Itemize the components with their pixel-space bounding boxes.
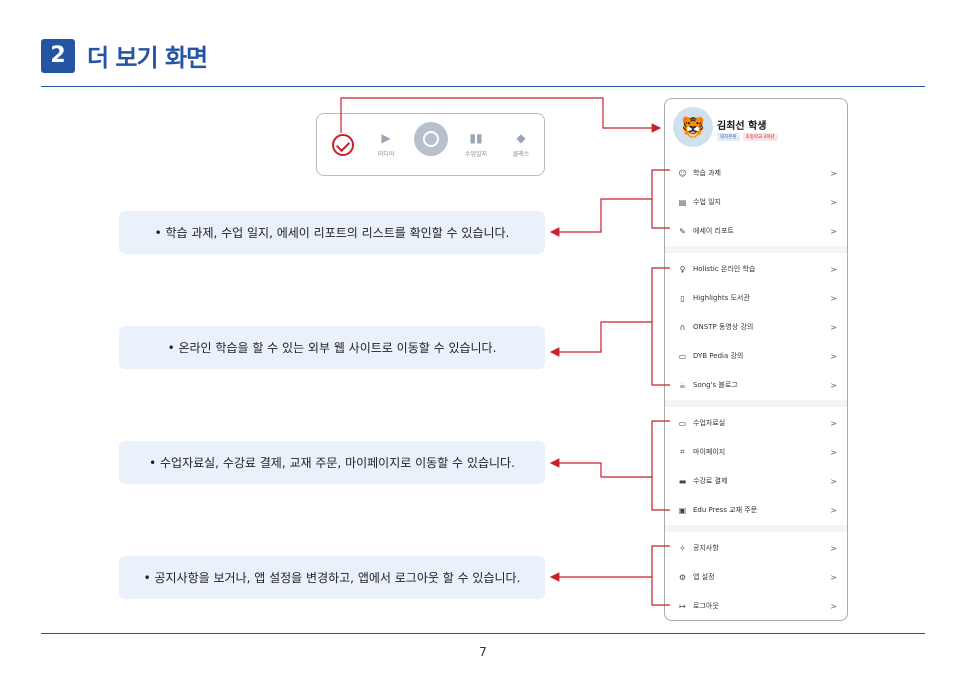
menu-item-onstp[interactable]: ∩ ONSTP 동영상 강의 > xyxy=(665,316,847,338)
chevron-right-icon: > xyxy=(830,447,837,457)
graduation-cap-icon: ◆ xyxy=(516,131,526,145)
tab-label: 미디어 xyxy=(377,151,395,158)
section-number-badge: 2 xyxy=(41,38,75,73)
gear-icon: ⚙ xyxy=(678,572,687,582)
chevron-right-icon: > xyxy=(830,505,837,515)
menu-item-logout[interactable]: ↦ 로그아웃 > xyxy=(665,595,847,617)
menu-item-label: 마이페이지 xyxy=(693,448,726,456)
menu-item-highlights[interactable]: ▯ Highlights 도서관 > xyxy=(665,287,847,309)
menu-item-label: 학습 과제 xyxy=(693,169,721,177)
menu-item-label: 수업 일지 xyxy=(693,198,721,206)
callout-settings: • 공지사항을 보거나, 앱 설정을 변경하고, 앱에서 로그아웃 할 수 있습… xyxy=(119,556,545,599)
menu-separator xyxy=(665,246,847,253)
chevron-right-icon: > xyxy=(830,601,837,611)
monitor-icon: ▭ xyxy=(678,351,687,361)
menu-item-label: 앱 설정 xyxy=(693,573,715,581)
tab-class-log[interactable]: ▮▮ 수업일지 xyxy=(458,130,494,158)
menu-item-label: ONSTP 동영상 강의 xyxy=(693,323,754,331)
callout-tasks: • 학습 과제, 수업 일지, 에세이 리포트의 리스트를 확인할 수 있습니다… xyxy=(119,211,545,254)
menu-item-label: 수강료 결제 xyxy=(693,477,728,485)
chevron-right-icon: > xyxy=(830,322,837,332)
profile-tags: 대치본원 초등학교 4학년 xyxy=(717,133,778,141)
home-icon xyxy=(423,131,439,147)
edit-icon: ✎ xyxy=(679,226,686,236)
menu-item-notices[interactable]: ✧ 공지사항 > xyxy=(665,537,847,559)
chevron-right-icon: > xyxy=(830,543,837,553)
order-icon: ▣ xyxy=(678,505,687,515)
more-menu-panel: 🐯 김최선 학생 대치본원 초등학교 4학년 ☺ 학습 과제 > ▤ 수업 일지… xyxy=(664,98,848,621)
tab-label: 수업일지 xyxy=(464,151,488,158)
menu-item-holistic[interactable]: ♀ Holistic 온라인 학습 > xyxy=(665,258,847,280)
chevron-right-icon: > xyxy=(830,264,837,274)
avatar: 🐯 xyxy=(673,107,713,147)
section-header: 2 더 보기 화면 xyxy=(41,38,208,73)
menu-item-label: 공지사항 xyxy=(693,544,719,552)
page-title: 더 보기 화면 xyxy=(87,44,208,72)
branch-tag: 대치본원 xyxy=(717,133,740,141)
bar-chart-icon: ▮▮ xyxy=(469,131,483,145)
menu-item-materials[interactable]: ▭ 수업자료실 > xyxy=(665,412,847,434)
journal-icon: ▤ xyxy=(678,197,687,207)
chevron-right-icon: > xyxy=(830,351,837,361)
book-icon: ▯ xyxy=(680,293,685,303)
top-divider xyxy=(41,86,925,87)
check-icon[interactable] xyxy=(332,134,354,156)
menu-item-mypage[interactable]: ⌗ 마이페이지 > xyxy=(665,441,847,463)
tab-label: 클래스 xyxy=(512,151,530,158)
cup-icon: ☕ xyxy=(678,380,687,390)
menu-item-label: Holistic 온라인 학습 xyxy=(693,265,756,273)
pin-icon: ✧ xyxy=(679,543,686,553)
user-scan-icon: ⌗ xyxy=(680,447,685,456)
page-number: 7 xyxy=(479,645,487,659)
callout-materials: • 수업자료실, 수강료 결제, 교재 주문, 마이페이지로 이동할 수 있습니… xyxy=(119,441,545,484)
chevron-right-icon: > xyxy=(830,380,837,390)
chevron-right-icon: > xyxy=(830,168,837,178)
menu-item-songs-blog[interactable]: ☕ Song's 블로그 > xyxy=(665,374,847,396)
grade-tag: 초등학교 4학년 xyxy=(742,133,778,141)
chevron-right-icon: > xyxy=(830,197,837,207)
tab-class[interactable]: ◆ 클래스 xyxy=(503,130,539,158)
menu-separator xyxy=(665,400,847,407)
menu-item-label: DYB Pedia 강의 xyxy=(693,352,744,360)
profile-card: 🐯 김최선 학생 대치본원 초등학교 4학년 xyxy=(665,99,847,159)
menu-item-assignments[interactable]: ☺ 학습 과제 > xyxy=(665,162,847,184)
chevron-right-icon: > xyxy=(830,418,837,428)
smile-icon: ☺ xyxy=(678,168,687,178)
menu-item-tuition[interactable]: ▬ 수강료 결제 > xyxy=(665,470,847,492)
card-icon: ▬ xyxy=(678,476,687,486)
menu-item-class-log[interactable]: ▤ 수업 일지 > xyxy=(665,191,847,213)
chevron-right-icon: > xyxy=(830,572,837,582)
menu-item-label: Edu Press 교재 주문 xyxy=(693,506,758,514)
play-icon: ▶ xyxy=(381,131,391,145)
chevron-right-icon: > xyxy=(830,293,837,303)
callout-online-learning: • 온라인 학습을 할 수 있는 외부 웹 사이트로 이동할 수 있습니다. xyxy=(119,326,545,369)
headphones-icon: ∩ xyxy=(679,322,686,332)
tab-media[interactable]: ▶ 미디어 xyxy=(368,130,404,158)
menu-item-essay-report[interactable]: ✎ 에세이 리포트 > xyxy=(665,220,847,242)
student-name: 김최선 학생 xyxy=(717,121,767,132)
bottom-tab-bar: ▶ 미디어 ▮▮ 수업일지 ◆ 클래스 xyxy=(316,113,545,176)
menu-separator xyxy=(665,525,847,532)
lightbulb-icon: ♀ xyxy=(679,264,686,274)
home-center-button[interactable] xyxy=(414,122,448,156)
folder-icon: ▭ xyxy=(678,418,687,428)
menu-item-edu-press[interactable]: ▣ Edu Press 교재 주문 > xyxy=(665,499,847,521)
chevron-right-icon: > xyxy=(830,226,837,236)
logout-icon: ↦ xyxy=(679,601,686,611)
menu-item-label: Highlights 도서관 xyxy=(693,294,750,302)
menu-item-label: 수업자료실 xyxy=(693,419,726,427)
chevron-right-icon: > xyxy=(830,476,837,486)
menu-item-label: 에세이 리포트 xyxy=(693,227,734,235)
menu-item-label: 로그아웃 xyxy=(693,602,719,610)
menu-item-app-settings[interactable]: ⚙ 앱 설정 > xyxy=(665,566,847,588)
menu-item-dyb-pedia[interactable]: ▭ DYB Pedia 강의 > xyxy=(665,345,847,367)
menu-item-label: Song's 블로그 xyxy=(693,381,738,389)
bottom-divider xyxy=(41,633,925,634)
